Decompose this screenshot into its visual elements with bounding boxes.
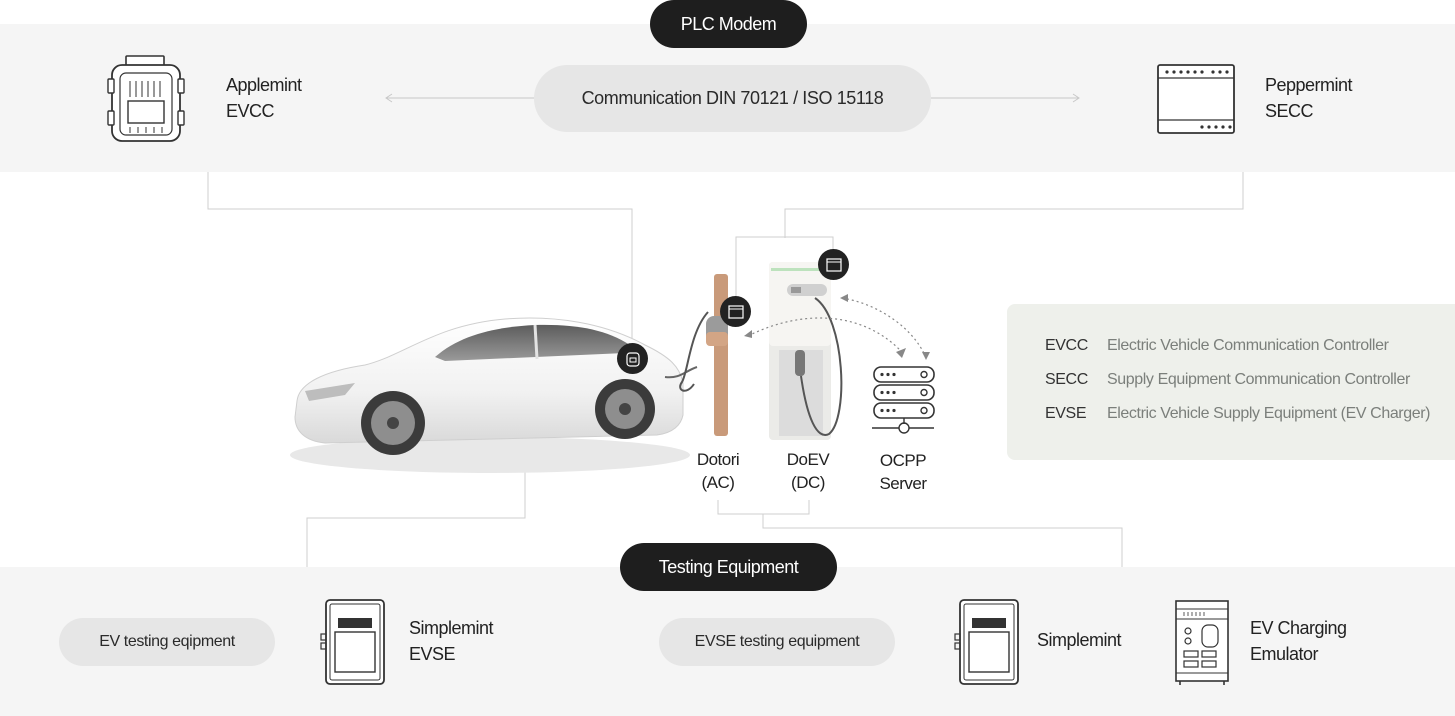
- simplemint-name: Simplemint: [409, 618, 494, 638]
- peppermint-name: Peppermint: [1265, 75, 1353, 95]
- evcc-abbr: EVCC: [226, 101, 275, 121]
- applemint-name: Applemint: [226, 75, 302, 95]
- simplemint-evse-device-icon: [320, 599, 385, 685]
- server-name: Server: [879, 474, 927, 493]
- simplemint-evse-label: Simplemint EVSE: [409, 615, 494, 667]
- evse-abbr: EVSE: [409, 644, 456, 664]
- doev-label: DoEV (DC): [768, 448, 848, 494]
- evcc-module-icon: [107, 55, 185, 142]
- legend-key: SECC: [1045, 371, 1088, 388]
- plc-modem-badge: PLC Modem: [650, 0, 807, 48]
- evcc-marker-icon: [617, 343, 648, 374]
- legend-key: EVCC: [1045, 337, 1088, 354]
- ocpp-name: OCPP: [879, 451, 927, 470]
- dotori-type: (AC): [701, 473, 735, 492]
- legend-value: Electric Vehicle Supply Equipment (EV Ch…: [1107, 405, 1431, 422]
- secc-abbr: SECC: [1265, 101, 1314, 121]
- communication-standard-pill: Communication DIN 70121 / ISO 15118: [534, 65, 931, 132]
- ev-charging-emulator-icon: [1175, 600, 1229, 685]
- doev-type: (DC): [791, 473, 825, 492]
- ocpp-server-icon: [872, 366, 935, 434]
- evse-testing-equipment-pill: EVSE testing equipment: [659, 618, 895, 666]
- legend-key: EVSE: [1045, 405, 1087, 422]
- abbreviation-legend: EVCC Electric Vehicle Communication Cont…: [1007, 304, 1455, 460]
- emulator-line1: EV Charging: [1250, 618, 1347, 638]
- testing-equipment-badge: Testing Equipment: [620, 543, 837, 591]
- simplemint-device-icon: [954, 599, 1019, 685]
- ev-testing-equipment-pill: EV testing eqipment: [59, 618, 275, 666]
- electric-car-illustration: [290, 317, 698, 473]
- ocpp-server-label: OCPP Server: [863, 449, 943, 495]
- doev-dc-charger-illustration: [769, 262, 843, 440]
- peppermint-secc-label: Peppermint SECC: [1265, 72, 1353, 124]
- dotted-communication-arcs: [744, 294, 930, 360]
- legend-value: Electric Vehicle Communication Controlle…: [1107, 337, 1389, 354]
- doev-marker-icon: [818, 249, 849, 280]
- dotori-name: Dotori: [696, 450, 740, 469]
- dotori-label: Dotori (AC): [678, 448, 758, 494]
- legend-value: Supply Equipment Communication Controlle…: [1107, 371, 1410, 388]
- secc-module-icon: [1157, 64, 1235, 134]
- simplemint-label: Simplemint: [1037, 630, 1122, 650]
- applemint-evcc-label: Applemint EVCC: [226, 72, 302, 124]
- dotori-marker-icon: [720, 296, 751, 327]
- doev-name: DoEV: [786, 450, 830, 469]
- emulator-line2: Emulator: [1250, 644, 1319, 664]
- ev-charging-emulator-label: EV Charging Emulator: [1250, 615, 1347, 667]
